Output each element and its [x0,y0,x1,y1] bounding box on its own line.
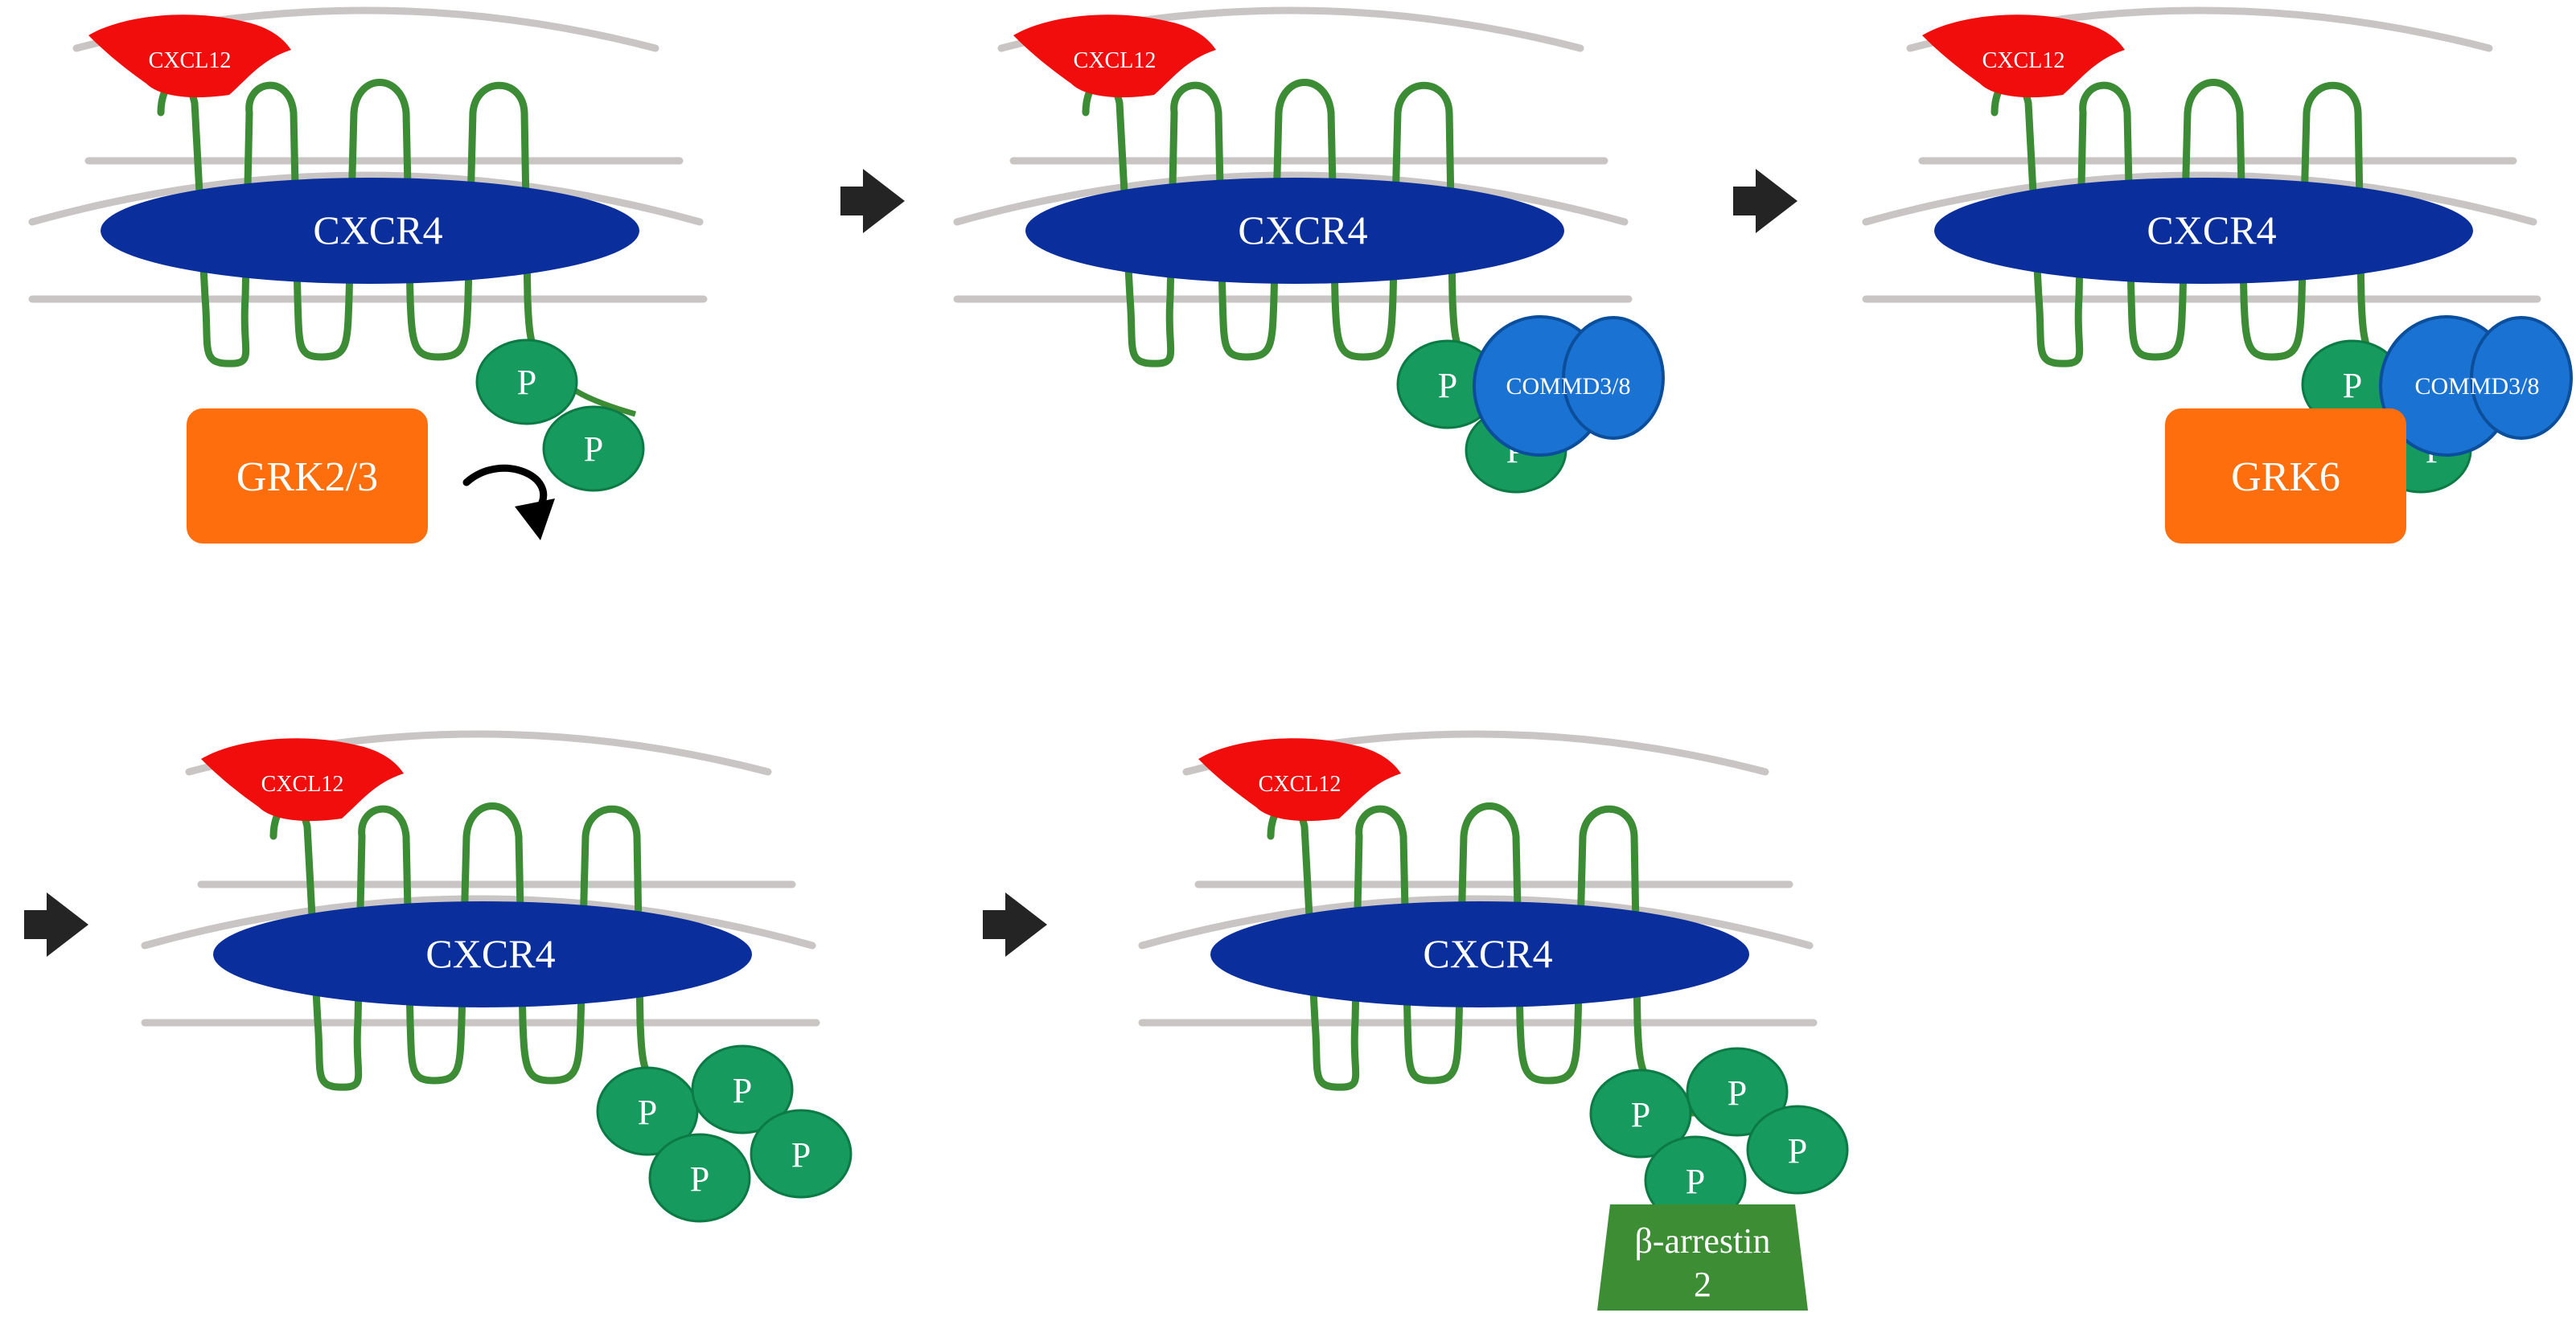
phosphate-mark [691,1044,794,1134]
phosphate-mark [542,405,645,492]
arrestin-label-line-1: β-arrestin [1635,1221,1771,1261]
panel-step-4: CXCL12 CXCR4 P P P P [145,734,853,1223]
phosphate-label: P [1631,1095,1650,1134]
panel-step-5: CXCL12 CXCR4 P P P P β-arrestin 2 [1142,734,1849,1311]
phosphate-label: P [1686,1162,1705,1201]
phosphate-mark [1686,1047,1789,1137]
receptor-scaffold [145,734,816,1087]
ligand-label: CXCL12 [1074,48,1157,73]
panel-step-3: CXCL12 CXCR4 P P COMMD3/8 GRK6 [1866,10,2573,544]
panel-step-2: CXCL12 CXCR4 P P COMMD3/8 [957,10,1665,494]
step-arrow [1733,169,1797,233]
phosphate-mark [596,1066,699,1156]
receptor-label: CXCR4 [1423,931,1552,976]
receptor-label: CXCR4 [425,931,555,976]
phosphate-label: P [638,1093,657,1132]
phosphate-mark [1589,1069,1692,1159]
commd-subunit [2470,316,2573,440]
panel-step-1: CXCL12 CXCR4 P P GRK2/3 [32,10,704,544]
step-arrow [840,169,905,233]
phosphate-label: P [2343,366,2362,405]
phosphate-label: P [584,429,603,469]
receptor-label: CXCR4 [1238,207,1367,252]
kinase-box [187,408,428,544]
ligand-label: CXCL12 [149,48,232,73]
kinase-box [2165,408,2406,544]
phosphate-mark [750,1109,853,1199]
ligand-label: CXCL12 [261,772,344,797]
phosphate-label: P [733,1071,752,1110]
phosphate-mark [475,338,578,425]
receptor-label: CXCR4 [313,207,442,252]
phosphorylation-curve-arrow-head [515,498,555,540]
commd-subunit [1562,316,1665,440]
receptor-label: CXCR4 [2147,207,2276,252]
kinase-label: GRK2/3 [236,454,378,500]
phosphate-label: P [1438,366,1457,405]
receptor-scaffold [957,10,1629,363]
commd-label: COMMD3/8 [2414,373,2539,400]
ligand-label: CXCL12 [1259,772,1341,797]
arrestin-label-line-2: 2 [1694,1265,1711,1304]
phosphate-mark [648,1133,751,1223]
phosphate-label: P [791,1135,811,1175]
phosphate-label: P [517,363,536,402]
receptor-scaffold [32,10,704,363]
phosphorylation-curve-arrow [462,464,548,515]
phosphate-label: P [690,1159,709,1199]
arrestin-block [1597,1204,1808,1311]
step-arrow [983,892,1047,957]
commd-label: COMMD3/8 [1506,373,1630,400]
phosphate-label: P [1728,1073,1747,1113]
receptor-scaffold [1142,734,1814,1087]
phosphate-mark [1746,1105,1849,1195]
receptor-scaffold [1866,10,2537,363]
ligand-label: CXCL12 [1982,48,2065,73]
step-arrow [24,892,88,957]
phosphate-label: P [1788,1131,1807,1171]
kinase-label: GRK6 [2231,454,2340,500]
